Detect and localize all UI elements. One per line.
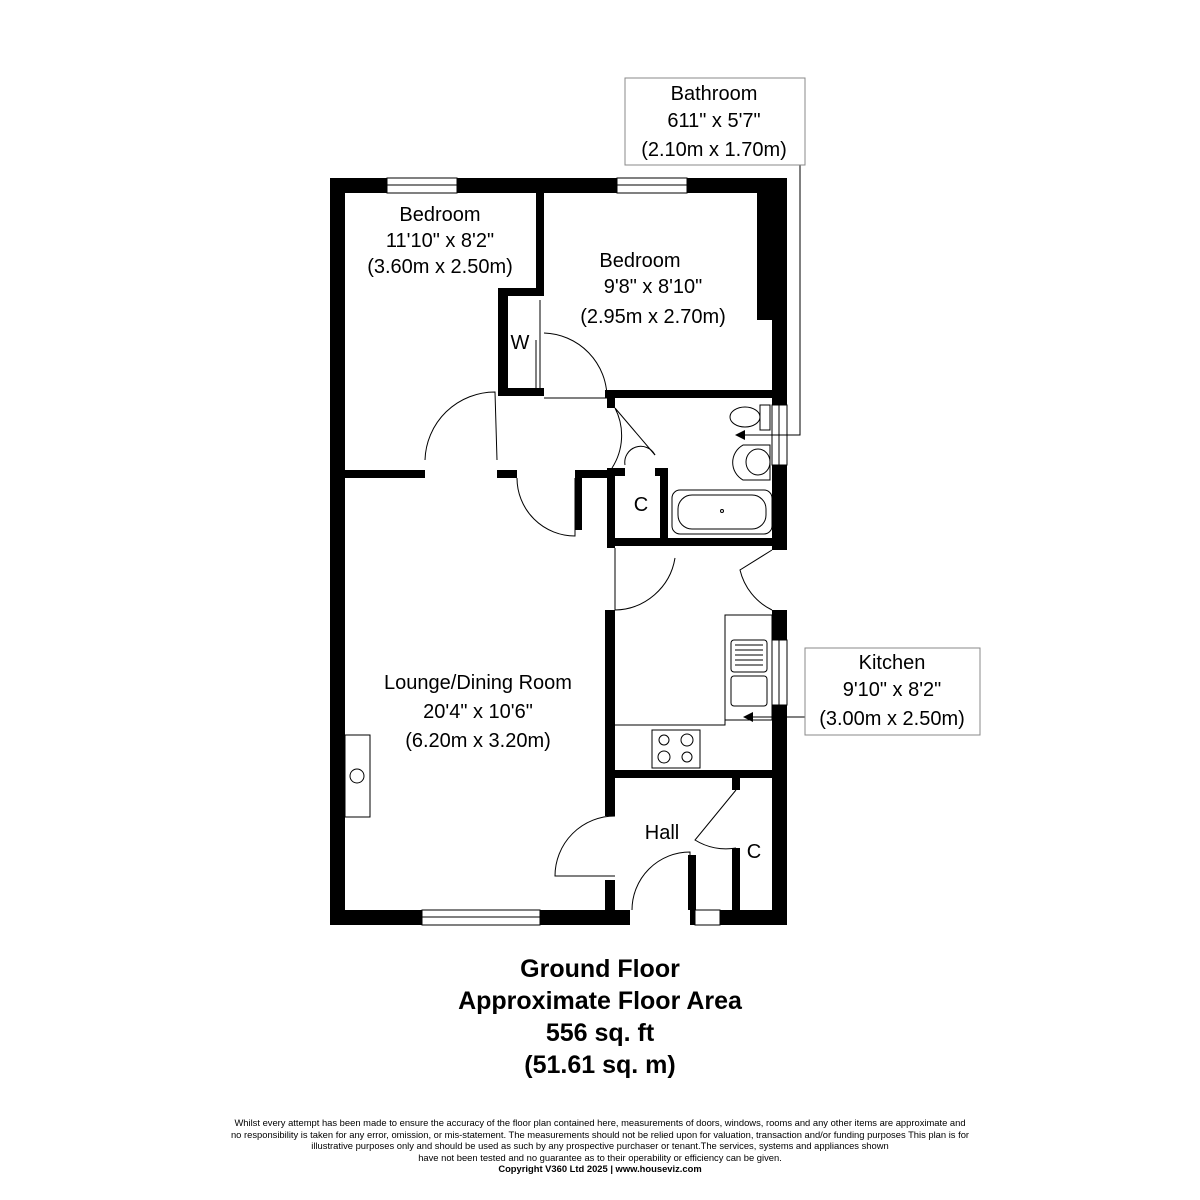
area-label: Approximate Floor Area: [458, 987, 742, 1015]
cupboard2-label: C: [747, 841, 761, 863]
hob: [651, 729, 701, 769]
kitchen-worktop: [724, 614, 773, 721]
toilet: [729, 406, 761, 428]
copyright: Copyright V360 Ltd 2025 | www.houseviz.c…: [498, 1163, 702, 1174]
disclaimer-line: have not been tested and no guarantee as…: [418, 1151, 782, 1163]
bedroom2-name: Bedroom: [599, 250, 680, 272]
area-sqm: (51.61 sq. m): [524, 1051, 676, 1079]
windows: [386, 177, 788, 926]
kitchen-imperial: 9'10" x 8'2": [843, 679, 942, 701]
bathroom-leader: [745, 165, 801, 436]
kitchen-metric: (3.00m x 2.50m): [819, 708, 965, 730]
cupboard1-label: C: [634, 494, 648, 516]
hall-name: Hall: [645, 822, 679, 844]
doors: [424, 300, 773, 911]
fixtures: [344, 77, 981, 818]
bedroom1-metric: (3.60m x 2.50m): [367, 256, 513, 278]
bathroom-imperial: 611" x 5'7": [667, 110, 760, 132]
bedroom1-name: Bedroom: [399, 204, 480, 226]
lounge-name: Lounge/Dining Room: [384, 672, 572, 694]
wardrobe-label: W: [511, 332, 530, 354]
disclaimer-line: illustrative purposes only and should be…: [311, 1140, 889, 1151]
sink: [730, 639, 768, 673]
kitchen-label-box: [804, 647, 981, 736]
area-sqft: 556 sq. ft: [545, 1019, 655, 1047]
fireplace: [344, 734, 371, 818]
disclaimer-line: no responsibility is taken for any error…: [230, 1128, 970, 1140]
bathroom-label-box: [624, 77, 806, 166]
bath: [671, 489, 773, 535]
lounge-imperial: 20'4" x 10'6": [423, 701, 533, 723]
kitchen-name: Kitchen: [859, 652, 926, 674]
floor-summary: Ground Floor Approximate Floor Area 556 …: [0, 953, 1200, 1081]
disclaimer: Whilst every attempt has been made to en…: [180, 1117, 1020, 1175]
bathroom-name: Bathroom: [671, 83, 758, 105]
bedroom2-metric: (2.95m x 2.70m): [580, 306, 726, 328]
bedroom2-imperial: 9'8" x 8'10": [604, 276, 703, 298]
basin: [732, 444, 771, 481]
bathroom-metric: (2.10m x 1.70m): [641, 139, 787, 161]
lounge-metric: (6.20m x 3.20m): [405, 730, 551, 752]
floor-name: Ground Floor: [520, 955, 680, 983]
walls: [330, 178, 787, 925]
disclaimer-line: Whilst every attempt has been made to en…: [234, 1117, 966, 1128]
bedroom1-imperial: 11'10" x 8'2": [386, 230, 494, 252]
